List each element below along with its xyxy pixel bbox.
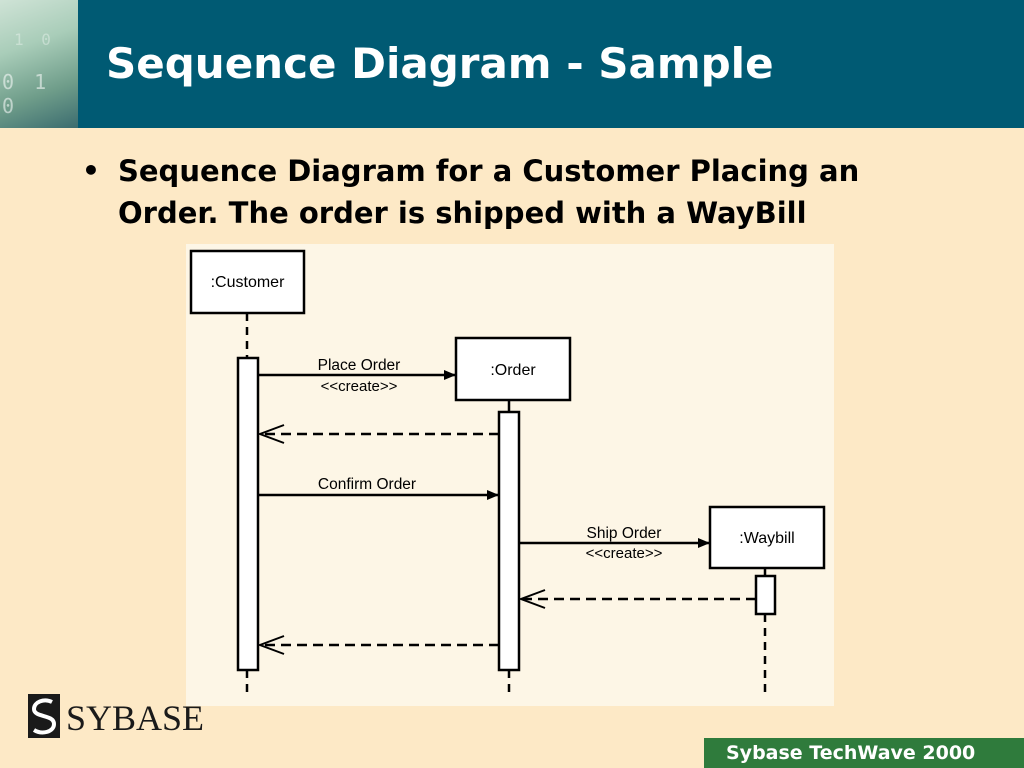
title-bar: 1 0 0 1 0 Sequence Diagram - Sample	[0, 0, 1024, 128]
sybase-logo-text: SYBASE	[66, 698, 205, 738]
place-order-stereotype: <<create>>	[321, 378, 398, 395]
order-return-arrowhead-2	[257, 635, 285, 655]
sybase-logo-mark	[28, 694, 60, 738]
waybill-activation-bar	[754, 574, 777, 616]
bullet-marker: •	[82, 154, 100, 187]
page-title: Sequence Diagram - Sample	[106, 39, 774, 88]
ship-order-stereotype: <<create>>	[586, 545, 663, 562]
customer-object: :Customer	[189, 249, 306, 315]
order-activation-bar	[497, 410, 521, 672]
ship-order-label: Ship Order	[587, 525, 662, 542]
binary-code-image: 1 0 0 1 0	[0, 0, 78, 128]
waybill-object: :Waybill	[708, 505, 826, 570]
bullet-text: Sequence Diagram for a Customer Placing …	[118, 154, 860, 230]
waybill-return-arrowhead	[518, 589, 546, 609]
order-object: :Order	[454, 336, 572, 402]
footer-text: Sybase TechWave 2000	[726, 742, 976, 764]
customer-object-label: :Customer	[211, 274, 285, 291]
place-order-label: Place Order	[318, 357, 401, 374]
confirm-order-label: Confirm Order	[318, 476, 416, 493]
order-return-arrowhead-1	[257, 424, 285, 444]
order-object-label: :Order	[490, 362, 536, 379]
waybill-object-label: :Waybill	[739, 530, 794, 547]
footer-badge: Sybase TechWave 2000	[704, 738, 1024, 768]
customer-activation-bar	[236, 356, 260, 672]
sybase-logo: SYBASE	[28, 694, 204, 740]
